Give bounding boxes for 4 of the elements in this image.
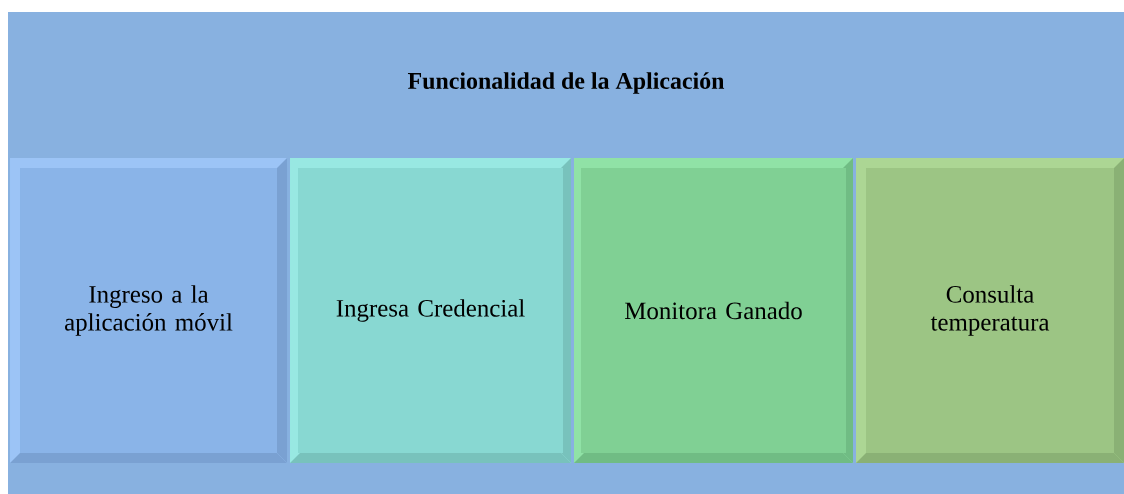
bevel-box: Ingreso a la aplicación móvil bbox=[10, 158, 287, 463]
bevel-box: Ingresa Credencial bbox=[290, 158, 571, 463]
bevel-box: Consulta temperatura bbox=[856, 158, 1124, 463]
bevel-box: Monitora Ganado bbox=[574, 158, 853, 463]
